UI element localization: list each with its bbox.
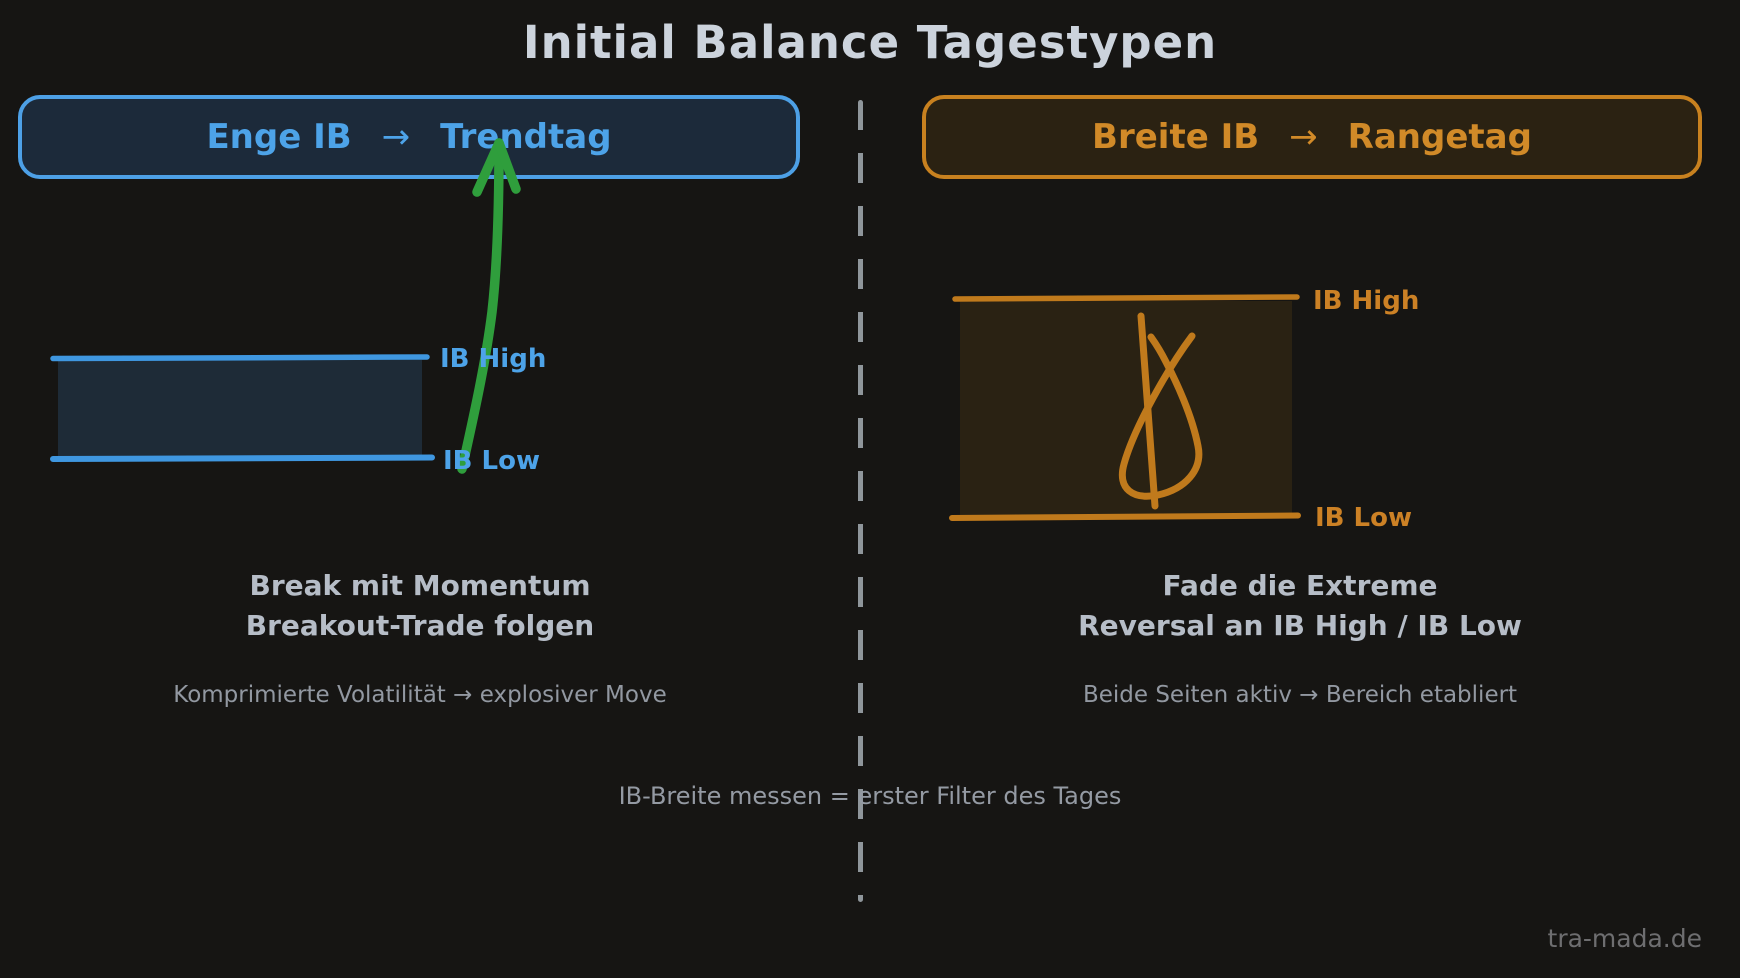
left-ib-low-label: IB Low xyxy=(443,446,540,476)
left-description: Break mit Momentum Breakout-Trade folgen xyxy=(0,566,840,646)
left-ib-low-line xyxy=(50,454,435,462)
watermark: tra-mada.de xyxy=(1547,924,1702,953)
right-ib-high-line xyxy=(952,294,1300,302)
right-header-prefix: Breite IB xyxy=(1092,117,1260,157)
right-ib-high-label: IB High xyxy=(1313,286,1420,316)
right-description-line1: Fade die Extreme xyxy=(1162,569,1438,602)
left-header-suffix: Trendtag xyxy=(440,117,612,157)
left-header-prefix: Enge IB xyxy=(206,117,352,157)
page-title: Initial Balance Tagestypen xyxy=(522,16,1218,69)
right-arrow-icon: → xyxy=(1289,117,1318,157)
left-ib-high-line xyxy=(50,354,430,362)
right-ib-low-label: IB Low xyxy=(1315,503,1412,533)
left-ib-high-label: IB High xyxy=(440,344,547,374)
left-header-box: Enge IB → Trendtag xyxy=(18,95,800,179)
right-ib-range-box xyxy=(949,294,1301,521)
left-description-line2: Breakout-Trade folgen xyxy=(245,609,595,642)
right-description: Fade die Extreme Reversal an IB High / I… xyxy=(880,566,1720,646)
left-ib-range-box xyxy=(50,354,435,462)
right-header-box: Breite IB → Rangetag xyxy=(922,95,1702,179)
footer-note: IB-Breite messen = erster Filter des Tag… xyxy=(618,782,1122,810)
right-ib-low-line xyxy=(949,512,1301,521)
right-arrow-icon: → xyxy=(381,117,411,157)
range-squiggle-icon xyxy=(1118,312,1203,510)
right-description-line2: Reversal an IB High / IB Low xyxy=(1078,609,1522,642)
breakout-arrow-icon xyxy=(457,138,521,474)
left-subnote: Komprimierte Volatilität → explosiver Mo… xyxy=(173,682,667,708)
left-description-line1: Break mit Momentum xyxy=(249,569,591,602)
dashed-vertical-divider xyxy=(858,100,863,902)
right-subnote: Beide Seiten aktiv → Bereich etabliert xyxy=(1082,682,1518,708)
right-header-suffix: Rangetag xyxy=(1347,117,1532,157)
